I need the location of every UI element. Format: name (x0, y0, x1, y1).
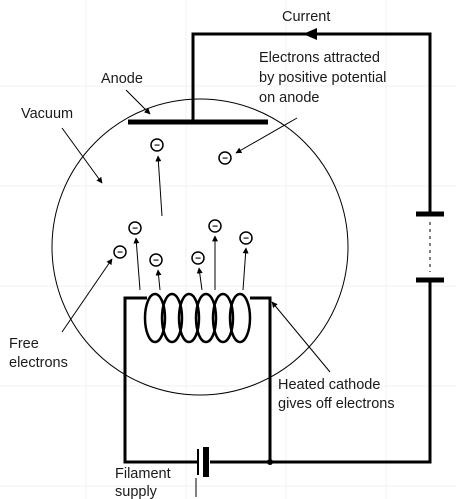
electrons: − − − − − − − − (113, 138, 253, 267)
electron-path-arrow (155, 155, 163, 217)
filament-supply-line-2: supply (115, 484, 158, 499)
electron: − (208, 219, 222, 233)
svg-text:−: − (117, 248, 123, 259)
electron-path-arrow (196, 267, 203, 291)
vacuum-label: Vacuum (21, 106, 73, 122)
free-electrons-line-1: Free (9, 336, 39, 352)
electrons-attracted-line-2: by positive potential (259, 70, 386, 86)
heated-cathode-line-2: gives off electrons (278, 396, 395, 412)
svg-text:−: − (154, 141, 160, 152)
electrons-attracted-line-1: Electrons attracted (259, 50, 380, 66)
free-electrons-pointer-arrow (61, 258, 113, 333)
junction-dot (267, 459, 273, 465)
anode-pointer-arrow (125, 89, 151, 115)
heated-cathode-label: Heated cathode gives off electrons (278, 377, 395, 412)
svg-text:−: − (132, 224, 138, 235)
filament-supply-label: Filament supply (115, 466, 171, 499)
electron: − (113, 245, 127, 259)
electron: − (191, 251, 205, 265)
vacuum-envelope (51, 98, 349, 396)
current-arrow-icon (303, 28, 317, 40)
anode-label: Anode (101, 71, 143, 87)
free-electrons-line-2: electrons (9, 355, 68, 371)
svg-text:−: − (153, 256, 159, 267)
filament-supply-line-1: Filament (115, 466, 171, 482)
cathode-pointer-arrow (271, 301, 331, 373)
svg-text:−: − (222, 154, 228, 165)
electrons-attracted-line-3: on anode (259, 90, 319, 106)
cathode-coil (143, 292, 252, 344)
free-electrons-label: Free electrons (9, 336, 68, 371)
filament-wire-right (210, 296, 272, 464)
electron: − (128, 221, 142, 235)
heated-cathode-line-1: Heated cathode (278, 377, 380, 393)
electron-path-arrow (155, 269, 162, 291)
circuit-wire-return (270, 281, 432, 464)
svg-text:−: − (243, 234, 249, 245)
svg-text:−: − (212, 222, 218, 233)
filament-wire-left (123, 296, 198, 464)
electron: − (150, 138, 164, 152)
vacuum-pointer-arrow (61, 127, 103, 184)
electron-path-arrow (133, 237, 141, 291)
electrons-attracted-label: Electrons attracted by positive potentia… (259, 50, 386, 106)
electron: − (218, 151, 232, 165)
electron: − (239, 231, 253, 245)
electron-path-arrow (242, 247, 249, 291)
current-label: Current (282, 9, 330, 25)
svg-text:−: − (195, 254, 201, 265)
electron: − (149, 253, 163, 267)
annotation-arrows (61, 89, 331, 497)
attraction-pointer-arrow (235, 117, 298, 154)
